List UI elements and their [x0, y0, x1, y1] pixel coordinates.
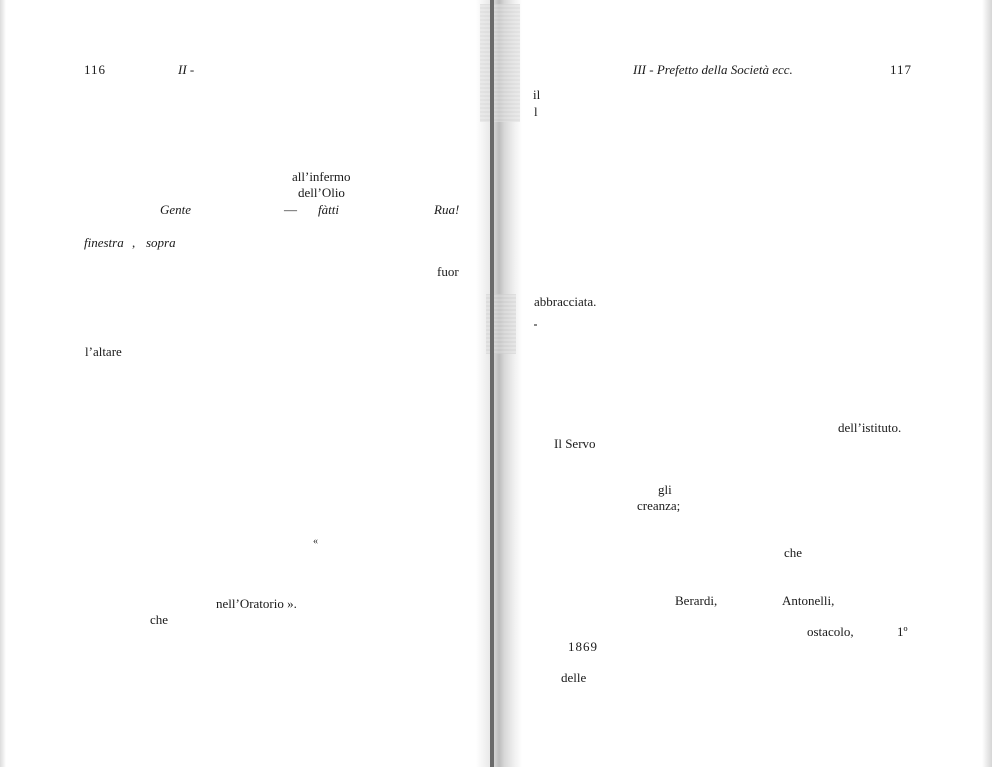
word-gente: Gente [160, 202, 192, 217]
word-antonelli: Antonelli, [782, 593, 835, 608]
word-all-infermo: all’infermo [292, 169, 351, 184]
word-nell-oratorio: nell’Oratorio ». [216, 596, 297, 611]
word-che: che [150, 612, 169, 627]
comma: , [132, 235, 136, 250]
word-dell-istituto: dell’istituto. [838, 420, 902, 435]
word-il: il [533, 87, 541, 102]
word-che: che [784, 545, 803, 560]
word-fuor: fuor [437, 264, 459, 279]
right-page: III - Prefetto della Società ecc. 117 il… [492, 0, 992, 767]
gutter-shadow-top [480, 4, 520, 122]
gutter-fold-line [490, 0, 494, 767]
page-edge-right [982, 0, 992, 767]
word-fatti: fàtti [318, 202, 339, 217]
word-creanza: creanza; [637, 498, 681, 513]
page-number: 116 [84, 62, 107, 77]
word-rua: Rua! [434, 202, 460, 217]
word-l-altare: l’altare [85, 344, 122, 359]
running-head: III - Prefetto della Società ecc. [633, 62, 793, 77]
word-il-servo: Il Servo [554, 436, 596, 451]
word-dell-olio: dell’Olio [298, 185, 345, 200]
ink-speck [534, 324, 537, 326]
running-head: II - [178, 62, 195, 77]
word-primo: 1º [897, 624, 908, 639]
em-dash: — [284, 202, 297, 217]
open-quote: « [313, 536, 318, 547]
page-number: 117 [890, 62, 913, 77]
word-l: l [534, 104, 538, 119]
left-page: 116 II - all’infermo dell’Olio Gente — f… [0, 0, 488, 767]
word-ostacolo: ostacolo, [807, 624, 854, 639]
word-finestra: finestra [84, 235, 124, 250]
book-gutter [476, 0, 522, 767]
page-edge-left [0, 0, 6, 767]
word-gli: gli [658, 482, 672, 497]
word-abbracciata: abbracciata. [534, 294, 597, 309]
word-berardi: Berardi, [675, 593, 718, 608]
year-1869: 1869 [568, 639, 598, 654]
word-sopra: sopra [146, 235, 176, 250]
word-delle: delle [561, 670, 587, 685]
